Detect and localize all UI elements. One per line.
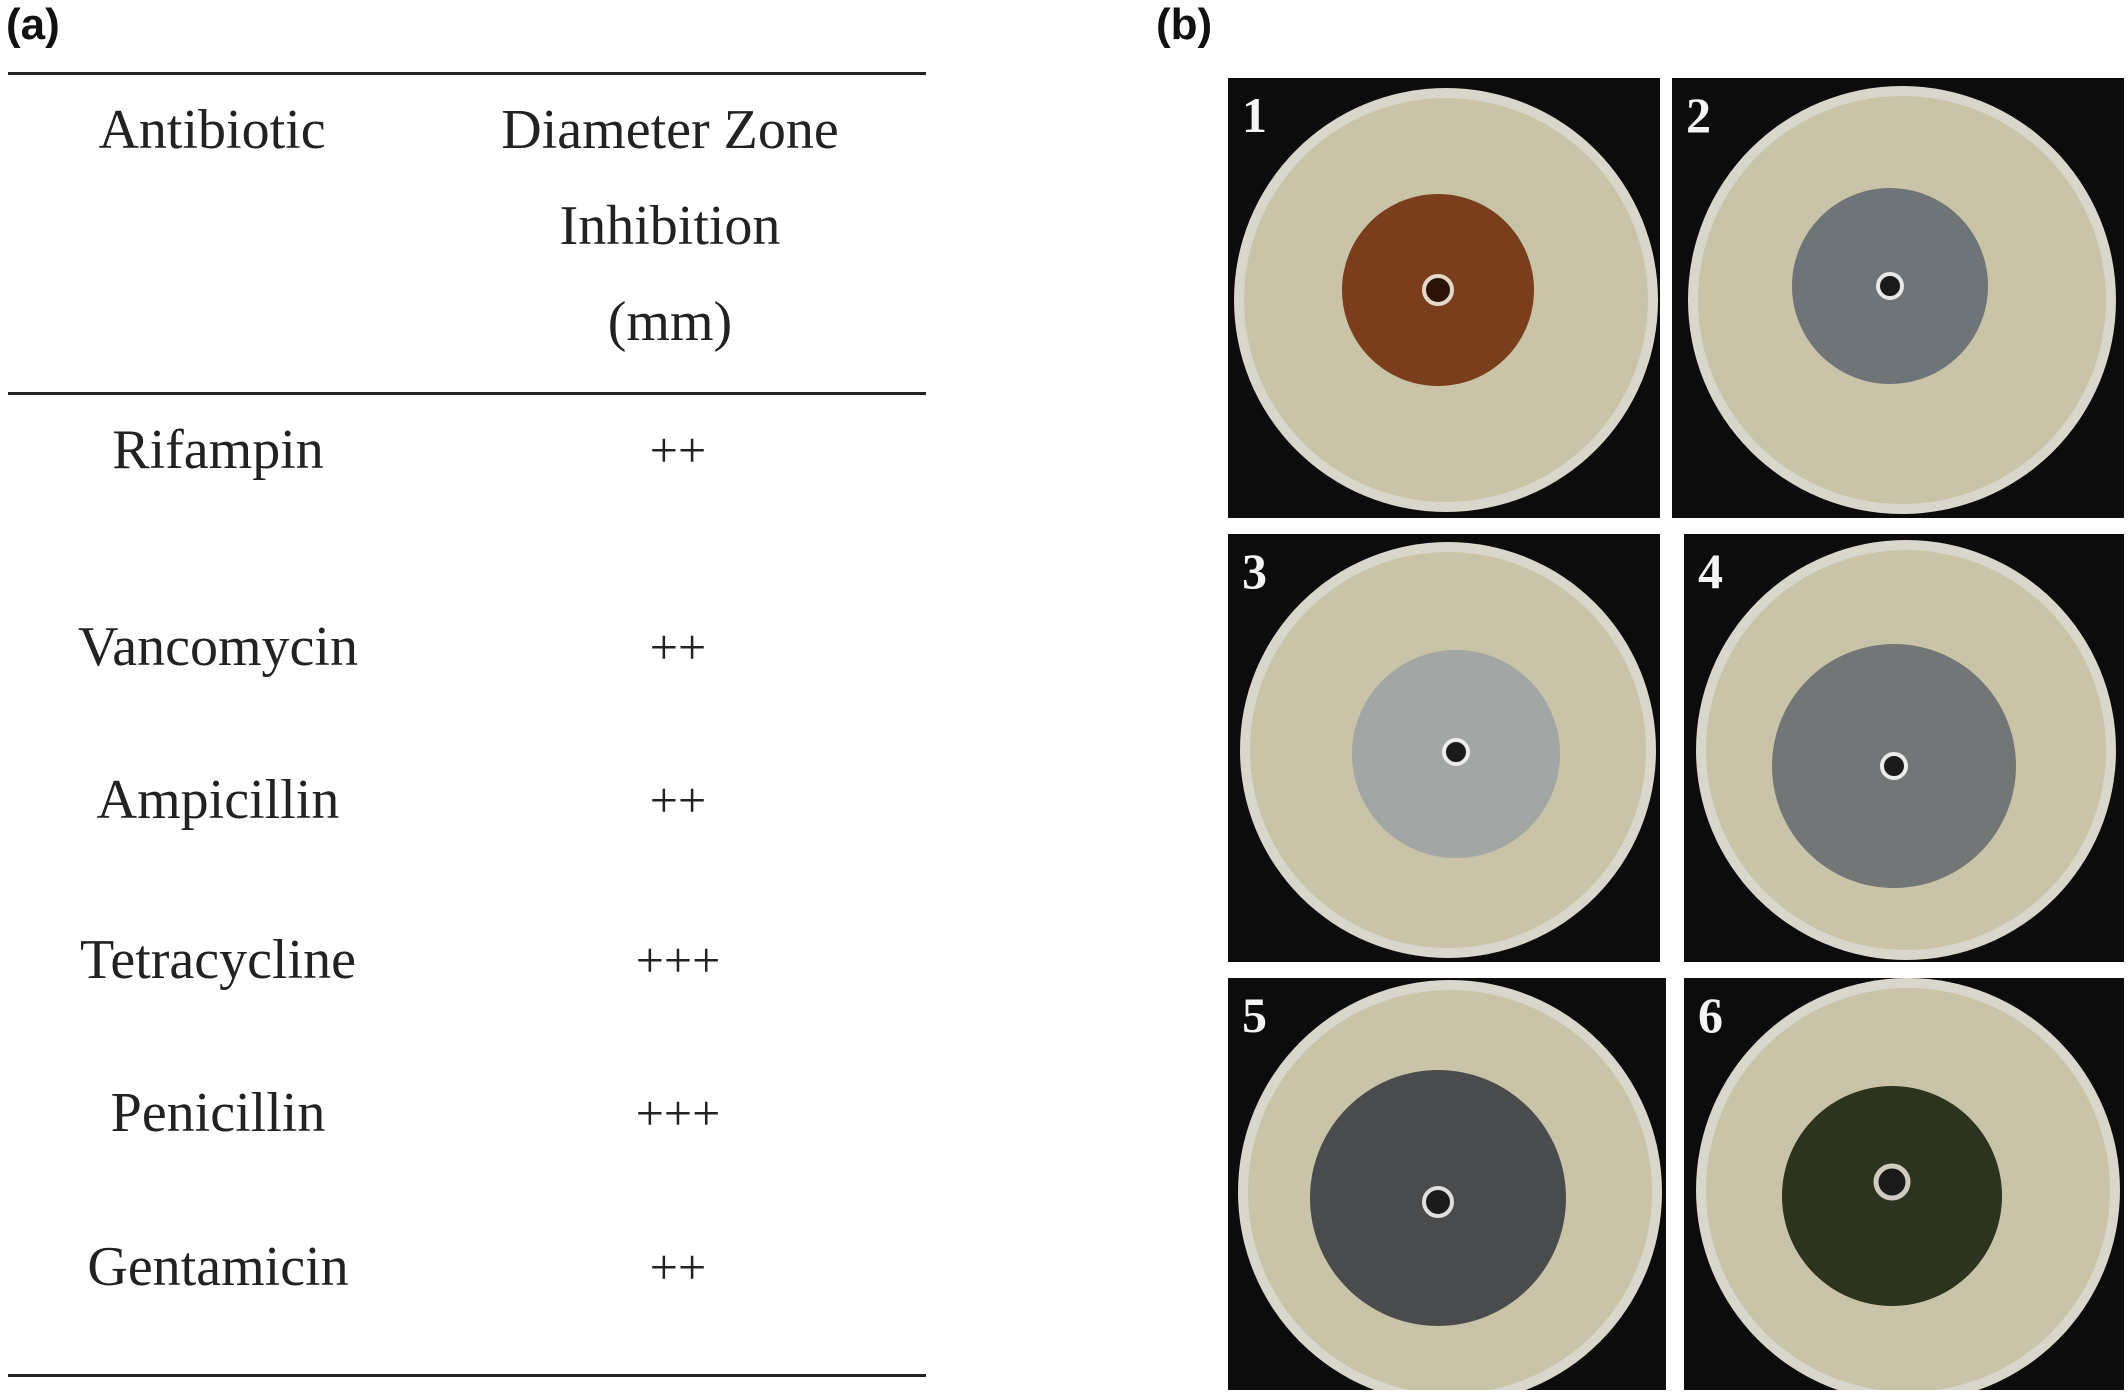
header-diameter-line3: (mm) [607, 291, 733, 353]
table-row: Vancomycin ++ [8, 602, 926, 692]
plate-number: 1 [1242, 87, 1267, 143]
antibiotic-name: Rifampin [112, 419, 324, 481]
table-header-rule [8, 392, 926, 395]
antibiotic-name: Penicillin [110, 1082, 326, 1144]
table-row: Ampicillin ++ [8, 755, 926, 845]
plate-number: 6 [1698, 987, 1723, 1043]
antibiotic-name: Tetracycline [80, 929, 356, 991]
inhibition-value: +++ [635, 1085, 721, 1141]
inhibition-value: ++ [649, 772, 707, 828]
header-diameter-line1: Diameter Zone [501, 99, 839, 161]
plate-photo: 6 [1684, 978, 2124, 1390]
table-row: Rifampin ++ [8, 405, 926, 495]
inhibition-value: ++ [649, 422, 707, 478]
agar-plate-3 [1240, 542, 1656, 958]
inhibition-value: +++ [635, 932, 721, 988]
panel-a-label: (a) [6, 0, 60, 49]
agar-plate-5 [1238, 980, 1662, 1390]
antibiotic-name: Ampicillin [96, 769, 340, 831]
antibiotic-name: Vancomycin [78, 616, 358, 678]
plate-photo: 1 [1228, 78, 1660, 518]
table-row: Gentamicin ++ [8, 1222, 926, 1312]
plate-photo: 3 [1228, 534, 1660, 962]
plate-photo: 4 [1684, 534, 2124, 962]
plate-number: 3 [1242, 543, 1267, 599]
plate-number: 4 [1698, 543, 1723, 599]
plate-number: 2 [1686, 87, 1711, 143]
agar-plate-6 [1696, 978, 2120, 1390]
agar-plate-2 [1688, 86, 2116, 514]
table-top-rule [8, 72, 926, 75]
agar-plate-1 [1234, 88, 1658, 512]
header-diameter-line2: Inhibition [559, 195, 781, 257]
plate-photo: 2 [1672, 78, 2124, 518]
table-row: Penicillin +++ [8, 1068, 926, 1158]
header-diameter-zone: Diameter Zone Inhibition (mm) [440, 82, 900, 370]
inhibition-value: ++ [649, 1239, 707, 1295]
table-row: Tetracycline +++ [8, 915, 926, 1005]
table-bottom-rule [8, 1374, 926, 1377]
panel-b-label: (b) [1156, 0, 1213, 49]
header-antibiotic: Antibiotic [98, 99, 326, 161]
plate-number: 5 [1242, 987, 1267, 1043]
plate-photo: 5 [1228, 978, 1666, 1390]
inhibition-value: ++ [649, 619, 707, 675]
antibiotic-name: Gentamicin [87, 1236, 349, 1298]
agar-plate-4 [1696, 540, 2116, 960]
